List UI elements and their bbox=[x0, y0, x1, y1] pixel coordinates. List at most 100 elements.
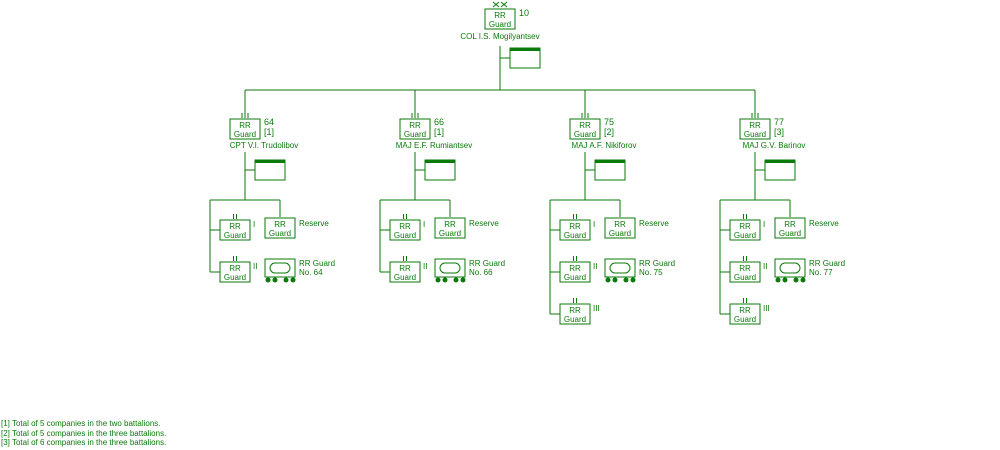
unit-frame bbox=[729, 261, 761, 283]
footnote: [3] Total of 6 companies in the three ba… bbox=[1, 438, 167, 447]
unit-line2: Guard bbox=[779, 229, 801, 238]
battalion-hq-icon bbox=[764, 159, 796, 181]
wheel-icon bbox=[283, 277, 289, 283]
unit-frame bbox=[229, 118, 261, 140]
unit-line2: Guard bbox=[394, 273, 416, 282]
unit-frame bbox=[729, 219, 761, 241]
battalion-hq-icon bbox=[254, 159, 286, 181]
unit-line2: Guard bbox=[734, 231, 756, 240]
unit-line2: Guard bbox=[394, 231, 416, 240]
wheel-icon bbox=[453, 277, 459, 283]
battalion-commander: MAJ A.F. Nikiforov bbox=[572, 141, 637, 150]
unit-line1: RR bbox=[739, 264, 751, 273]
train-label: RR Guard bbox=[299, 259, 335, 268]
company-roman: I bbox=[763, 220, 765, 229]
division-size-icon bbox=[492, 1, 508, 8]
regiment-commander: COL I.S. Mogilyantsev bbox=[460, 32, 539, 41]
company-roman: I bbox=[423, 220, 425, 229]
wheel-icon bbox=[793, 277, 799, 283]
regiment-size-icon bbox=[581, 113, 589, 118]
armored-train-icon bbox=[774, 258, 806, 283]
unit-frame bbox=[399, 118, 431, 140]
regiment-number: 10 bbox=[519, 8, 529, 18]
company-roman: III bbox=[763, 304, 770, 313]
unit-line1: RR bbox=[569, 306, 581, 315]
unit-frame bbox=[739, 118, 771, 140]
armored-train-icon bbox=[264, 258, 296, 283]
regiment-size-icon bbox=[751, 113, 759, 118]
company-roman: I bbox=[593, 220, 595, 229]
unit-frame bbox=[559, 219, 591, 241]
unit-line2: Guard bbox=[489, 20, 511, 29]
battalion-size-icon bbox=[403, 256, 407, 261]
company-roman: II bbox=[593, 262, 597, 271]
unit-line2: Guard bbox=[744, 130, 766, 139]
battalion-size-icon bbox=[233, 214, 237, 219]
unit-frame bbox=[434, 217, 466, 239]
battalion-number: 64 bbox=[264, 117, 274, 127]
wheel-icon bbox=[800, 277, 806, 283]
unit-line2: Guard bbox=[234, 130, 256, 139]
company-roman: II bbox=[423, 262, 427, 271]
train-number: No. 77 bbox=[809, 268, 833, 277]
unit-line2: Guard bbox=[564, 315, 586, 324]
unit-frame bbox=[389, 261, 421, 283]
battalion-commander: MAJ G.V. Barinov bbox=[743, 141, 806, 150]
train-label: RR Guard bbox=[639, 259, 675, 268]
wheel-icon bbox=[460, 277, 466, 283]
battalion-size-icon bbox=[743, 256, 747, 261]
unit-line2: Guard bbox=[574, 130, 596, 139]
unit-line2: Guard bbox=[269, 229, 291, 238]
unit-line1: RR bbox=[494, 11, 506, 20]
battalion-note: [1] bbox=[264, 127, 274, 137]
battalion-size-icon bbox=[743, 298, 747, 303]
unit-line1: RR bbox=[579, 121, 591, 130]
wheel-icon bbox=[782, 277, 788, 283]
train-number: No. 75 bbox=[639, 268, 663, 277]
unit-line1: RR bbox=[274, 220, 286, 229]
unit-line2: Guard bbox=[224, 231, 246, 240]
battalion-size-icon bbox=[573, 298, 577, 303]
unit-line1: RR bbox=[229, 222, 241, 231]
battalion-note: [3] bbox=[774, 127, 784, 137]
footnote: [2] Total of 5 companies in the three ba… bbox=[1, 428, 167, 438]
wheel-icon bbox=[442, 277, 448, 283]
battalion-note: [1] bbox=[434, 127, 444, 137]
unit-line1: RR bbox=[239, 121, 251, 130]
company-roman: II bbox=[763, 262, 767, 271]
unit-line2: Guard bbox=[564, 273, 586, 282]
unit-line1: RR bbox=[444, 220, 456, 229]
company-roman: II bbox=[253, 262, 257, 271]
reserve-label: Reserve bbox=[639, 219, 669, 228]
wheel-icon bbox=[612, 277, 618, 283]
unit-line1: RR bbox=[409, 121, 421, 130]
footnote: [1] Total of 5 companies in the two batt… bbox=[1, 419, 161, 428]
battalion-size-icon bbox=[573, 214, 577, 219]
unit-frame bbox=[219, 219, 251, 241]
wheel-icon bbox=[435, 277, 441, 283]
unit-frame bbox=[264, 217, 296, 239]
unit-line1: RR bbox=[399, 264, 411, 273]
armored-train-icon bbox=[434, 258, 466, 283]
train-label: RR Guard bbox=[809, 259, 845, 268]
reserve-label: Reserve bbox=[299, 219, 329, 228]
regiment-size-icon bbox=[241, 113, 249, 118]
unit-frame bbox=[559, 261, 591, 283]
unit-line1: RR bbox=[749, 121, 761, 130]
unit-frame bbox=[774, 217, 806, 239]
unit-line1: RR bbox=[614, 220, 626, 229]
footnotes: [1] Total of 5 companies in the two batt… bbox=[1, 419, 166, 448]
unit-line1: RR bbox=[739, 306, 751, 315]
wheel-icon bbox=[265, 277, 271, 283]
